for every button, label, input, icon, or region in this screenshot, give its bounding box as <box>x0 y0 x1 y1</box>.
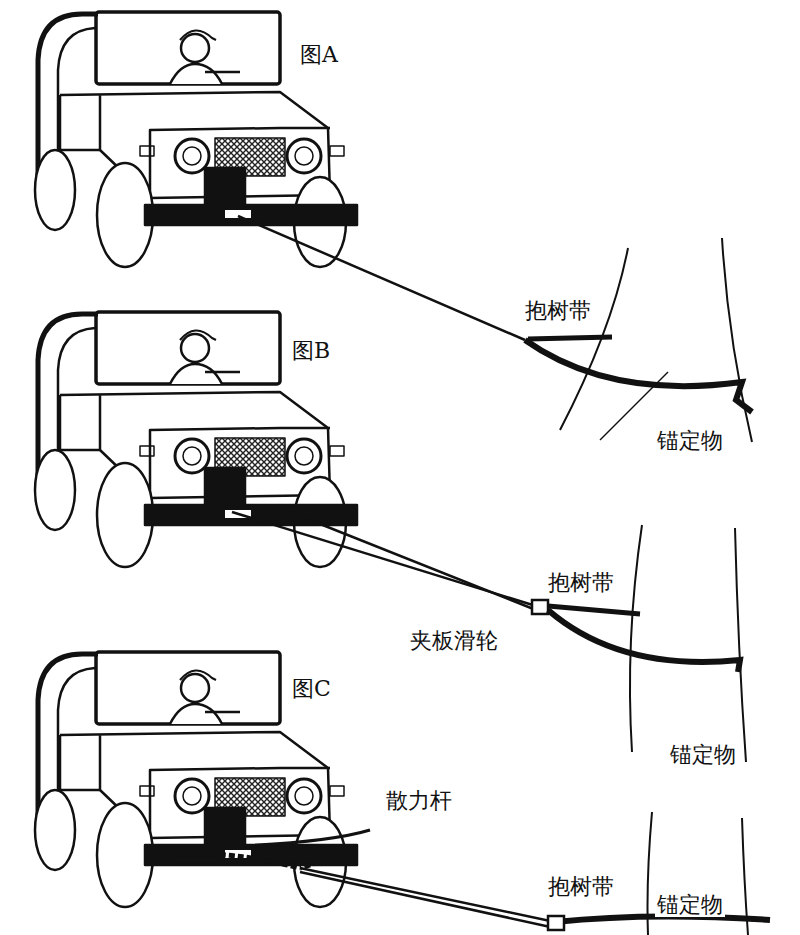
tree-strap <box>525 340 752 412</box>
winch-cable <box>300 872 555 928</box>
winch-cable <box>290 512 536 610</box>
part-label: 夹板滑轮 <box>408 628 500 653</box>
setup-a <box>238 216 752 442</box>
part-label: 锚定物 <box>655 892 725 917</box>
tree-trunk <box>735 528 746 762</box>
part-label: 抱树带 <box>523 298 593 323</box>
spreader-chain <box>175 854 300 868</box>
part-label: 抱树带 <box>546 570 616 595</box>
part-label: 锚定物 <box>668 742 738 767</box>
part-label: 锚定物 <box>655 428 725 453</box>
setup-c <box>175 812 770 935</box>
jeep-b <box>35 312 357 567</box>
snatch-block <box>548 916 564 930</box>
tree-trunk <box>630 525 642 752</box>
part-label: 抱树带 <box>546 874 616 899</box>
tree-strap <box>528 337 612 339</box>
figure-label: 图A <box>298 42 340 67</box>
tree-strap <box>548 606 640 614</box>
jeep-a <box>35 12 357 267</box>
tree-strap <box>548 610 740 672</box>
setup-b <box>232 512 746 762</box>
snatch-block <box>532 600 548 614</box>
winch-cable <box>300 868 555 922</box>
spreader-bar <box>240 830 370 846</box>
figure-label: 图B <box>290 338 332 363</box>
part-label: 散力杆 <box>384 788 454 813</box>
spreader-chain <box>300 855 335 868</box>
figure-label: 图C <box>290 676 333 701</box>
